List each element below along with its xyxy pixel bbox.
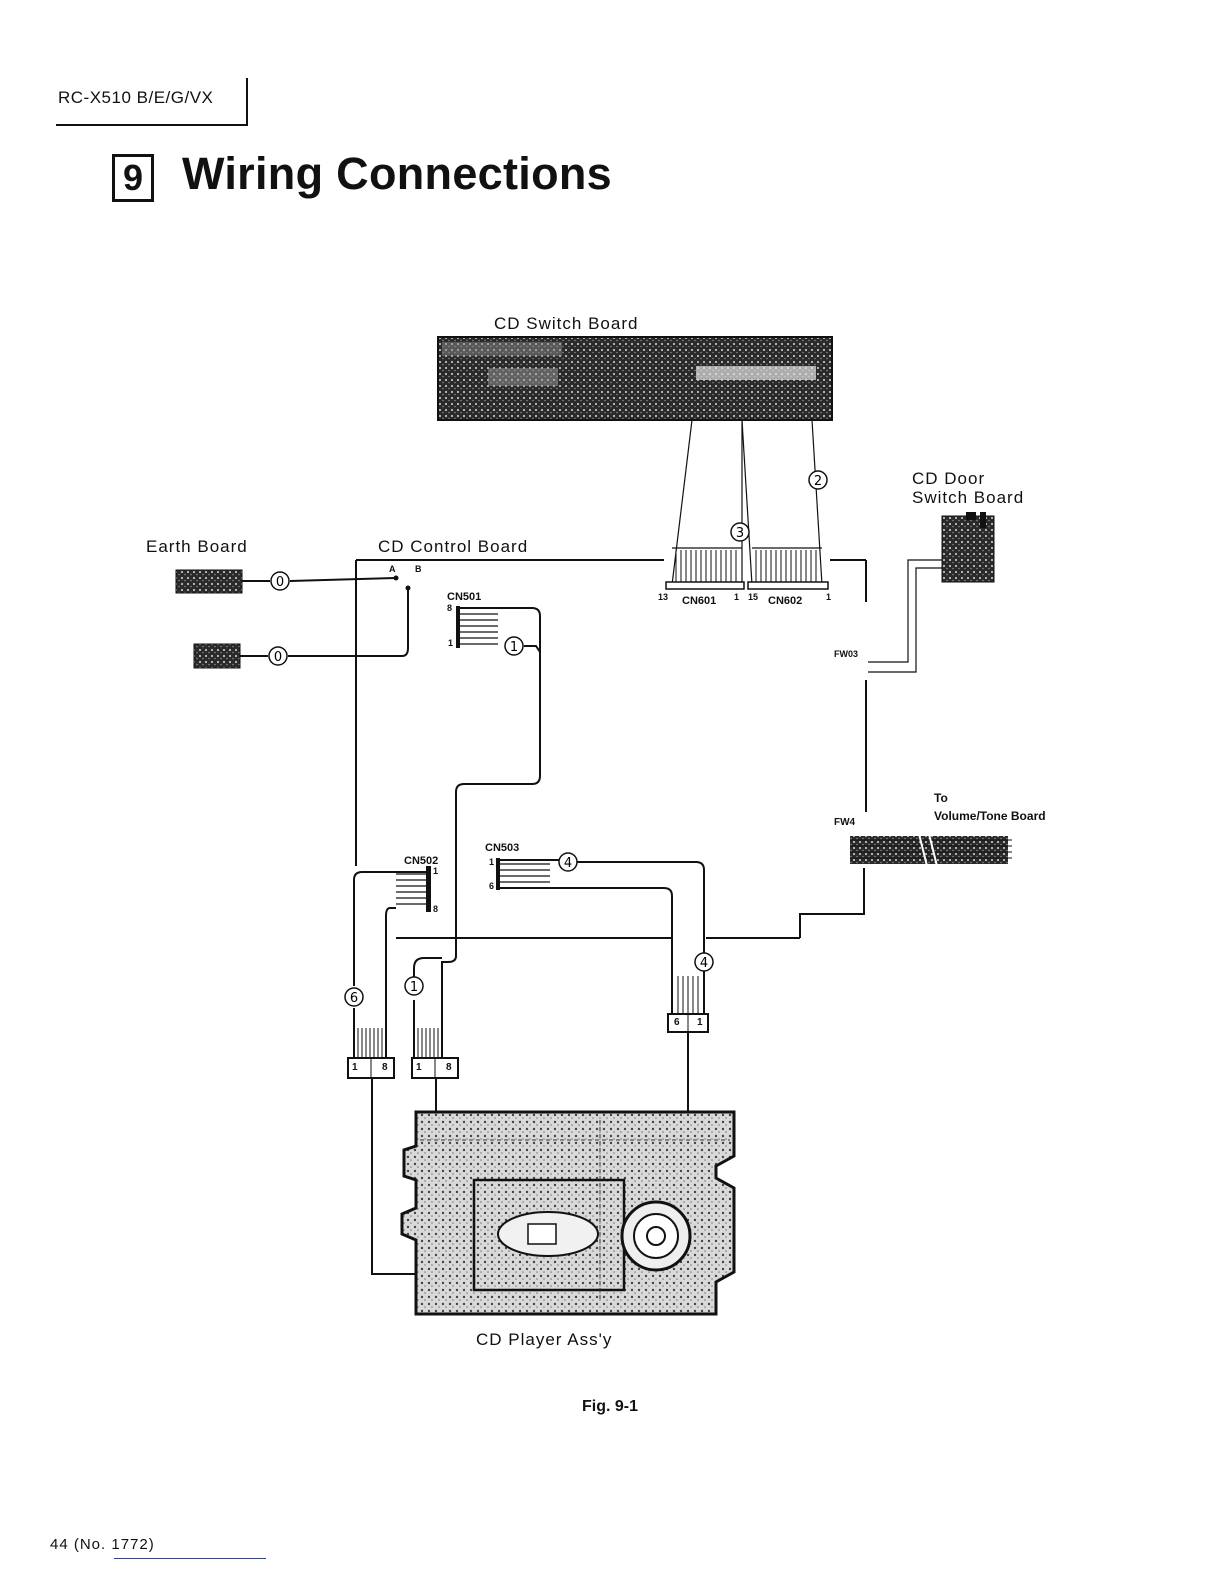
earth-board-2 <box>194 644 240 668</box>
wire-number-0-a: 0 <box>276 575 284 590</box>
cn602-pin-left: 15 <box>748 592 758 602</box>
cn501-header <box>456 606 498 648</box>
cable-6-inner <box>386 908 396 1058</box>
cd-player-assy-label: CD Player Ass'y <box>476 1330 612 1350</box>
cable-1-route <box>442 608 540 1058</box>
plug-6-pin-right: 1 <box>697 1017 703 1028</box>
earth-wires <box>240 576 411 657</box>
plug-b-pin-right: 8 <box>446 1062 452 1073</box>
wire-number-4-lower: 4 <box>700 956 708 971</box>
plug-a-strands <box>358 1028 438 1058</box>
wire-number-6: 6 <box>350 991 358 1006</box>
figure-caption: Fig. 9-1 <box>582 1398 638 1416</box>
earth-board-1 <box>176 570 242 593</box>
cd-door-switch-board-shape <box>942 512 994 582</box>
wire-number-0-b: 0 <box>274 650 282 665</box>
cn503-label: CN503 <box>485 842 519 854</box>
plug-a-pin-right: 8 <box>382 1062 388 1073</box>
wire-number-1-lower: 1 <box>410 980 418 995</box>
door-switch-cable <box>868 560 942 672</box>
cable-6-outer <box>354 872 426 986</box>
cable-1-lower-join <box>414 958 442 980</box>
to-volume-label-line1: To <box>934 791 948 805</box>
cd-door-label-line2: Switch Board <box>912 488 1024 508</box>
cn602-connector <box>748 582 828 589</box>
cn503-pin-bottom: 6 <box>489 881 494 891</box>
page-footer: 44 (No. 1772) <box>50 1536 155 1553</box>
cn601-pin-right: 1 <box>734 592 739 602</box>
cn602-pin-right: 1 <box>826 592 831 602</box>
cn501-pin-bottom: 1 <box>448 638 453 648</box>
to-volume-label-line2: Volume/Tone Board <box>934 809 1046 823</box>
footer-underline <box>114 1558 266 1559</box>
cd-player-assy-shape <box>402 1112 734 1314</box>
cn502-pin-bottom: 8 <box>433 904 438 914</box>
cn501-pin-top: 8 <box>447 603 452 613</box>
cn503-pin-top: 1 <box>489 857 494 867</box>
cable-4-outer <box>500 860 704 954</box>
cd-door-label-line1: CD Door <box>912 469 985 489</box>
cn501-label: CN501 <box>447 591 481 603</box>
doc-number: (No. 1772) <box>74 1536 155 1553</box>
cd-control-board-label: CD Control Board <box>378 537 528 557</box>
plug-6-strands <box>678 976 698 1014</box>
wire-number-1-upper: 1 <box>510 640 518 655</box>
cd-control-board-outline <box>356 560 866 938</box>
cn503-header <box>496 858 550 890</box>
plug-b-pin-left: 1 <box>416 1062 422 1073</box>
cn601-pin-left: 13 <box>658 592 668 602</box>
wire-number-2: 2 <box>814 474 822 489</box>
cable-1-return <box>524 646 540 652</box>
point-a-label: A <box>389 564 396 574</box>
wire-number-4-upper: 4 <box>564 856 572 871</box>
fw03-label: FW03 <box>834 649 858 659</box>
wire-number-3: 3 <box>736 526 744 541</box>
volume-tone-cable <box>850 830 1012 870</box>
cn602-label: CN602 <box>768 595 802 607</box>
earth-board-label: Earth Board <box>146 537 248 557</box>
page-number: 44 <box>50 1536 69 1553</box>
cd-switch-board-shape <box>438 337 832 420</box>
cable-4-inner <box>500 888 672 1014</box>
cn502-pin-top: 1 <box>433 866 438 876</box>
cn601-connector <box>666 582 744 589</box>
cd-switch-board-label: CD Switch Board <box>494 314 638 334</box>
fw4-label: FW4 <box>834 817 855 828</box>
plug-a-pin-left: 1 <box>352 1062 358 1073</box>
plug-6-pin-left: 6 <box>674 1017 680 1028</box>
cn601-label: CN601 <box>682 595 716 607</box>
point-b-label: B <box>415 564 422 574</box>
flat-cable-2 <box>742 420 822 585</box>
flat-cable-strands <box>676 550 816 582</box>
